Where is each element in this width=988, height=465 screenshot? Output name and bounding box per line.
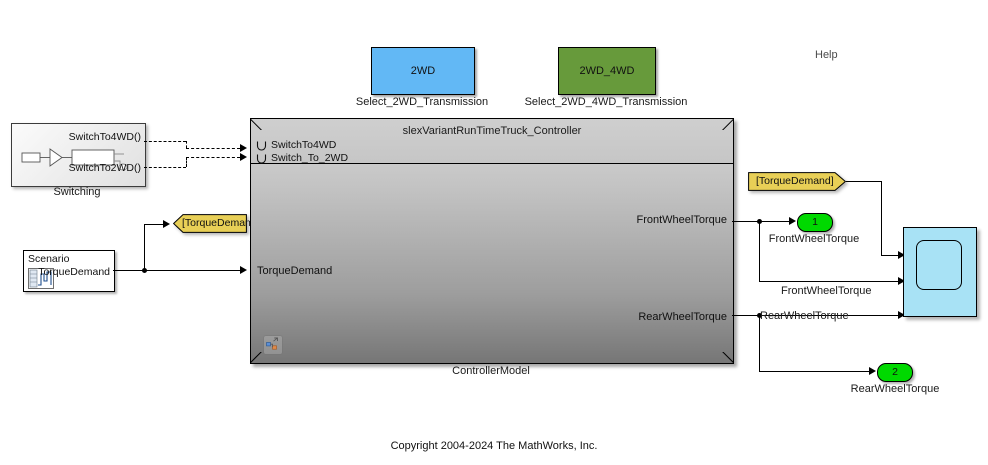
model-reference-badge-icon[interactable] xyxy=(263,335,283,355)
scope-screen-icon xyxy=(916,240,962,290)
rear-wheel-torque-outport[interactable]: 2 xyxy=(877,363,913,382)
from-tag-to-scope-wire-h2 xyxy=(881,255,903,256)
rear-outport-arrow xyxy=(869,366,876,375)
rear-torque-wire-to-outport xyxy=(759,371,874,372)
scope-input-2-arrow xyxy=(898,276,905,285)
controller-torquedemand-arrow xyxy=(240,265,247,274)
controller-event-port-switchto2wd-label: Switch_To_2WD xyxy=(271,152,349,164)
front-torque-wire-down xyxy=(759,221,760,281)
goto-input-arrow xyxy=(163,219,170,228)
scenario-to-goto-wire-v xyxy=(144,224,145,270)
scope-block[interactable] xyxy=(903,227,977,317)
scenario-wire-junction xyxy=(142,268,147,273)
variant-block-2wd-caption: Select_2WD_Transmission xyxy=(355,96,489,108)
goto-tag-torquedemand[interactable]: [TorqueDemand] xyxy=(173,214,260,233)
event-wire-4wd-seg2 xyxy=(186,141,187,148)
from-tag-shape xyxy=(748,172,846,191)
event-wire-2wd-arrow xyxy=(240,152,247,161)
model-corner-tr xyxy=(722,119,733,130)
controller-model-block[interactable]: slexVariantRunTimeTruck_Controller Switc… xyxy=(250,118,734,364)
scope-input-3-arrow xyxy=(898,310,905,319)
front-wheel-torque-signal-label: FrontWheelTorque xyxy=(781,285,872,297)
from-tag-torquedemand[interactable]: [TorqueDemand] xyxy=(748,172,846,191)
from-tag-to-scope-wire-h1 xyxy=(846,181,882,182)
event-trigger-icon xyxy=(256,154,267,164)
controller-model-title: slexVariantRunTimeTruck_Controller xyxy=(402,125,582,137)
front-torque-wire-to-outport xyxy=(732,221,794,222)
front-wheel-torque-outport[interactable]: 1 xyxy=(797,213,833,232)
controller-event-port-switchto4wd[interactable]: SwitchTo4WD xyxy=(256,139,336,151)
variant-block-2wd-4wd[interactable]: 2WD_4WD xyxy=(558,47,656,95)
event-trigger-icon xyxy=(256,141,267,151)
controller-input-torquedemand-label: TorqueDemand xyxy=(257,265,333,277)
front-outport-caption: FrontWheelTorque xyxy=(768,233,860,245)
variant-block-2wd[interactable]: 2WD xyxy=(371,47,475,95)
variant-block-2wd-4wd-caption: Select_2WD_4WD_Transmission xyxy=(524,96,688,108)
scenario-block[interactable]: Scenario TorqueDemand xyxy=(23,250,115,292)
model-corner-br xyxy=(722,352,733,363)
event-wire-2wd-seg2 xyxy=(186,157,187,167)
rear-wheel-torque-signal-label: RearWheelTorque xyxy=(760,310,849,322)
goto-tag-shape xyxy=(173,214,247,233)
controller-output-rearwheeltorque-label: RearWheelTorque xyxy=(638,311,727,323)
event-wire-2wd-seg3 xyxy=(186,157,240,158)
controller-event-port-switchto2wd[interactable]: Switch_To_2WD xyxy=(256,152,348,164)
scenario-to-goto-wire-h xyxy=(144,224,166,225)
event-wire-4wd-seg3 xyxy=(186,148,240,149)
controller-event-port-switchto4wd-label: SwitchTo4WD xyxy=(271,139,337,151)
switching-caption: Switching xyxy=(53,186,101,198)
copyright-text: Copyright 2004-2024 The MathWorks, Inc. xyxy=(390,440,598,452)
front-torque-wire-to-scope xyxy=(759,281,903,282)
variant-block-2wd-4wd-label: 2WD_4WD xyxy=(579,65,635,77)
rear-torque-wire-to-scope xyxy=(732,315,903,316)
rear-outport-number: 2 xyxy=(892,366,898,378)
switching-port-switchto4wd: SwitchTo4WD() xyxy=(68,131,141,143)
help-link[interactable]: Help xyxy=(815,49,838,61)
controller-model-caption: ControllerModel xyxy=(452,365,530,377)
switching-logic-icon xyxy=(21,148,128,171)
event-wire-4wd-arrow xyxy=(240,143,247,152)
scope-input-1-arrow xyxy=(898,250,905,259)
event-wire-2wd-seg1 xyxy=(144,167,186,168)
scenario-signal-icon xyxy=(28,268,54,289)
from-tag-to-scope-wire-v xyxy=(881,181,882,255)
scenario-port-label: TorqueDemand xyxy=(38,266,110,278)
model-corner-tl xyxy=(251,119,262,130)
rear-torque-wire-down xyxy=(759,315,760,371)
event-wire-4wd-seg1 xyxy=(144,141,186,142)
scenario-to-controller-wire xyxy=(113,270,240,271)
front-outport-number: 1 xyxy=(812,216,818,228)
controller-output-frontwheeltorque-label: FrontWheelTorque xyxy=(636,214,728,226)
goto-tag-label: [TorqueDemand] xyxy=(182,217,260,229)
rear-outport-caption: RearWheelTorque xyxy=(850,383,940,395)
scenario-title: Scenario xyxy=(28,253,70,265)
controller-title-bar xyxy=(251,119,733,164)
switching-port-switchto2wd: SwitchTo2WD() xyxy=(68,162,141,174)
model-corner-bl xyxy=(251,352,262,363)
front-outport-arrow xyxy=(789,216,796,225)
from-tag-label: [TorqueDemand] xyxy=(756,175,834,187)
switching-subsystem-block[interactable]: SwitchTo4WD() SwitchTo2WD() xyxy=(11,123,146,187)
variant-block-2wd-label: 2WD xyxy=(410,65,436,77)
